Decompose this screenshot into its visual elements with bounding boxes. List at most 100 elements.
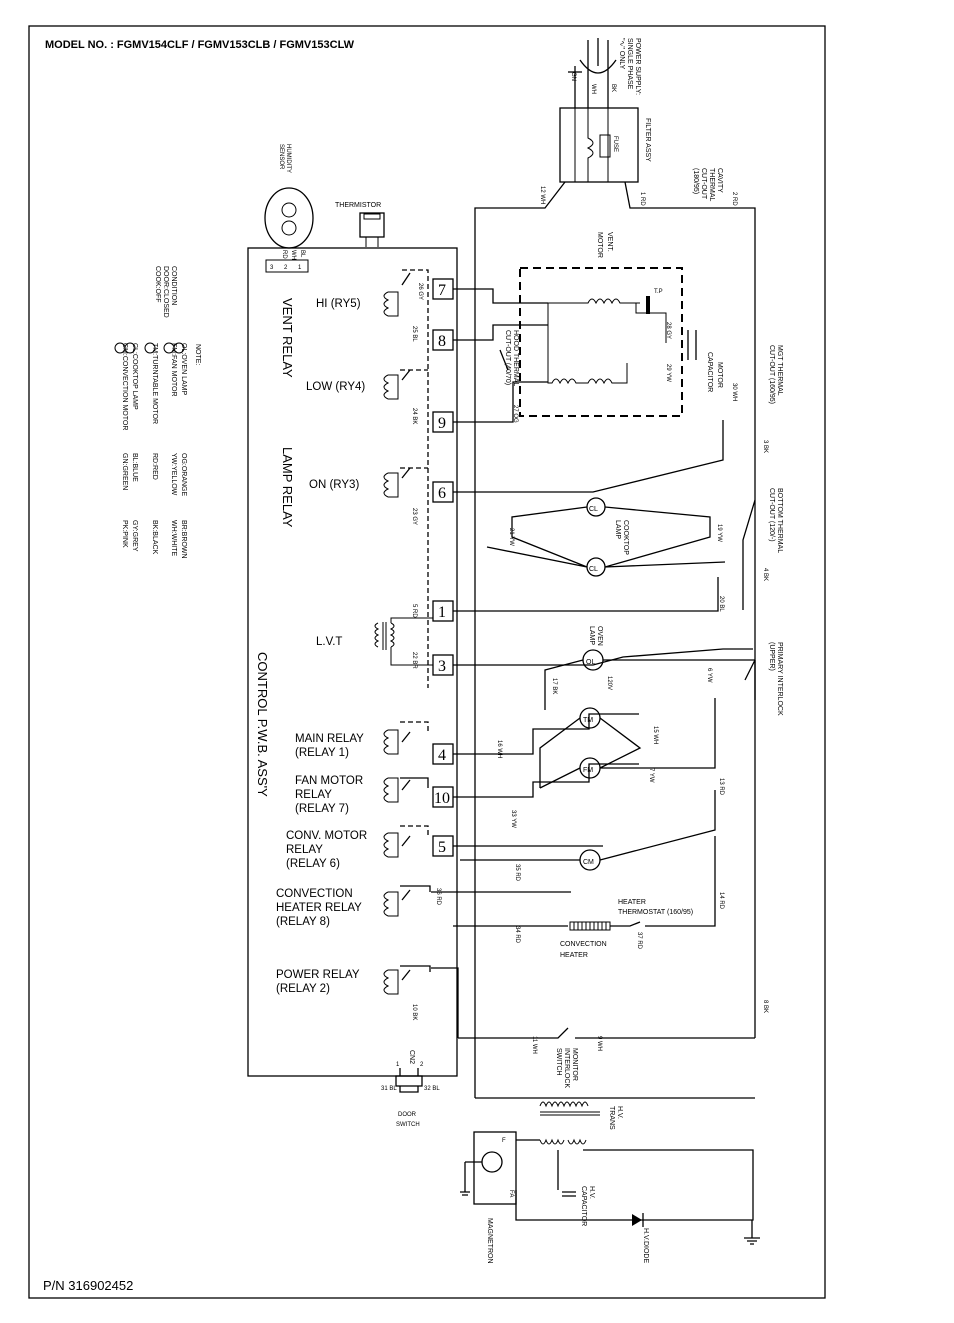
cavity-thermal-2: THERMAL (708, 168, 715, 202)
wire-7: 7 YW (648, 768, 654, 783)
convection-heater-label-2: HEATER (560, 952, 588, 959)
wire-33: 33 YW (510, 810, 516, 828)
door-switch-label-1: DOOR (398, 1112, 417, 1118)
color-bl: BL:BLUE (131, 453, 138, 482)
vent-relay-label: VENT RELAY (280, 298, 295, 378)
color-rd: RD:RED (151, 453, 158, 480)
cn2-pin-1: 1 (396, 1062, 400, 1068)
wire-16: 16 WH (496, 740, 502, 758)
cn2-label: CN2 (408, 1050, 415, 1064)
hood-thermal-2: CUT-OUT (40/70) (504, 330, 511, 385)
color-og: OG:ORANGE (180, 453, 187, 497)
wire-9: 9 WH (596, 1036, 602, 1051)
monitor-switch-3: SWITCH (555, 1048, 562, 1076)
hood-thermal-1: HOOD THERMAL (512, 330, 519, 386)
note-symbols (114, 342, 185, 354)
wire-11: 11 WH (531, 1036, 537, 1054)
relay-fan-label-2: RELAY (295, 789, 332, 801)
connector-5: 5 (438, 839, 446, 856)
thermistor-label: THERMISTOR (335, 202, 381, 209)
fuse-label: FUSE (612, 136, 618, 152)
door-switch-label-2: SWITCH (396, 1122, 420, 1128)
relay-heater-label-3: (RELAY 8) (276, 916, 330, 928)
hv-diode-label: H.V.DIODE (642, 1228, 649, 1263)
relay-on-label: ON (RY3) (309, 479, 359, 491)
bottom-thermal-2: CUT-OUT (120/-) (768, 488, 775, 542)
note-condition-1: CONDITION (170, 266, 177, 305)
magnetron-f: F (502, 1138, 506, 1144)
vent-motor-label-2: MOTOR (596, 232, 603, 258)
bottom-thermal-1: BOTTOM THERMAL (776, 488, 783, 553)
hs-pin-3: 3 (270, 265, 274, 271)
tp-label: T.P (654, 289, 663, 295)
wire-22: 22 BR (411, 652, 417, 669)
hv-circuit (515, 1139, 754, 1221)
connector-1: 1 (438, 604, 446, 621)
hv-capacitor-label-2: CAPACITOR (580, 1186, 587, 1226)
filter-internals (574, 108, 609, 182)
motor-wires (539, 698, 716, 789)
magnetron-tube (481, 1151, 503, 1173)
color-pk: PK:PINK (121, 520, 128, 548)
oven-lamp-wires (544, 659, 755, 710)
relay-main-label-2: (RELAY 1) (295, 747, 349, 759)
oven-lamp-label-2: LAMP (588, 626, 595, 645)
wire-36: 36 RD (435, 888, 441, 906)
hv-transformer (539, 1101, 600, 1145)
motor-capacitor-label-1: MOTOR (716, 362, 723, 388)
wire-31: 31 BL (381, 1086, 397, 1092)
convection-motor-sym: CM (583, 859, 594, 866)
humidity-sensor-label-2: SENSOR (278, 144, 284, 170)
cooktop-lamp-2-sym: CL (589, 566, 598, 573)
connector-8: 8 (438, 333, 446, 350)
thermistor-box (359, 212, 385, 238)
wire-gn-top: GN (570, 72, 576, 81)
oven-lamp-sym: OL (586, 659, 595, 666)
wire-13: 13 RD (718, 778, 724, 796)
cn2-pin-2: 2 (420, 1062, 424, 1068)
hs-wire-bl: BL (299, 250, 305, 258)
humidity-sensor (264, 187, 314, 249)
cooktop-lamp-label-1: COOKTOP (622, 520, 629, 555)
cooktop-lamp-1-sym: CL (589, 506, 598, 513)
hs-pin-1: 1 (298, 265, 302, 271)
relay-conv-label-1: CONV. MOTOR (286, 830, 367, 842)
wire-35: 35 RD (514, 864, 520, 882)
motor-capacitor (687, 330, 697, 360)
relay-conv-label-2: RELAY (286, 844, 323, 856)
sheet-border (28, 25, 826, 1299)
wire-20: 20 BL (718, 596, 724, 612)
wire-23: 23 GY (411, 508, 417, 525)
cavity-thermal-1: CAVITY (716, 168, 723, 193)
wire-12: 12 WH (539, 186, 545, 204)
volt-120: 120V (606, 676, 612, 690)
power-supply-label-2: SINGLE PHASE (626, 38, 633, 90)
connector-10: 10 (434, 790, 450, 807)
hv-diode (632, 1214, 642, 1226)
filter-assy-box (559, 107, 639, 183)
connector-4: 4 (438, 747, 446, 764)
vent-motor-block (519, 267, 683, 417)
color-gn: GN:GREEN (121, 453, 128, 490)
hv-trans-label-2: TRANS (608, 1106, 615, 1130)
note-title: NOTE: (194, 344, 201, 365)
hv-capacitor (562, 1191, 576, 1197)
heater-thermostat-2: THERMOSTAT (160/95) (618, 909, 693, 916)
cooktop-lamp-label-2: LAMP (614, 520, 621, 539)
connector-3: 3 (438, 658, 446, 675)
model-number: MODEL NO. : FGMV154CLF / FGMV153CLB / FG… (45, 39, 355, 51)
primary-interlock-switch (744, 659, 756, 700)
connector-7: 7 (438, 282, 446, 299)
wire-bk-top: BK (610, 84, 616, 92)
lamp-relay-label: LAMP RELAY (280, 447, 295, 528)
wire-34: 34 RD (514, 926, 520, 944)
power-plug (568, 38, 617, 108)
mgt-thermal-2: CUT-OUT (160/95) (768, 345, 775, 404)
oven-lamp-label-1: OVEN (596, 626, 603, 646)
fan-motor-sym: FM (583, 767, 593, 774)
heater-wires (453, 836, 716, 927)
thermistor-element (363, 213, 381, 220)
vent-motor-windings (547, 296, 667, 385)
note-condition-2: DOOR:CLOSED (162, 266, 169, 318)
connector-6: 6 (438, 485, 446, 502)
